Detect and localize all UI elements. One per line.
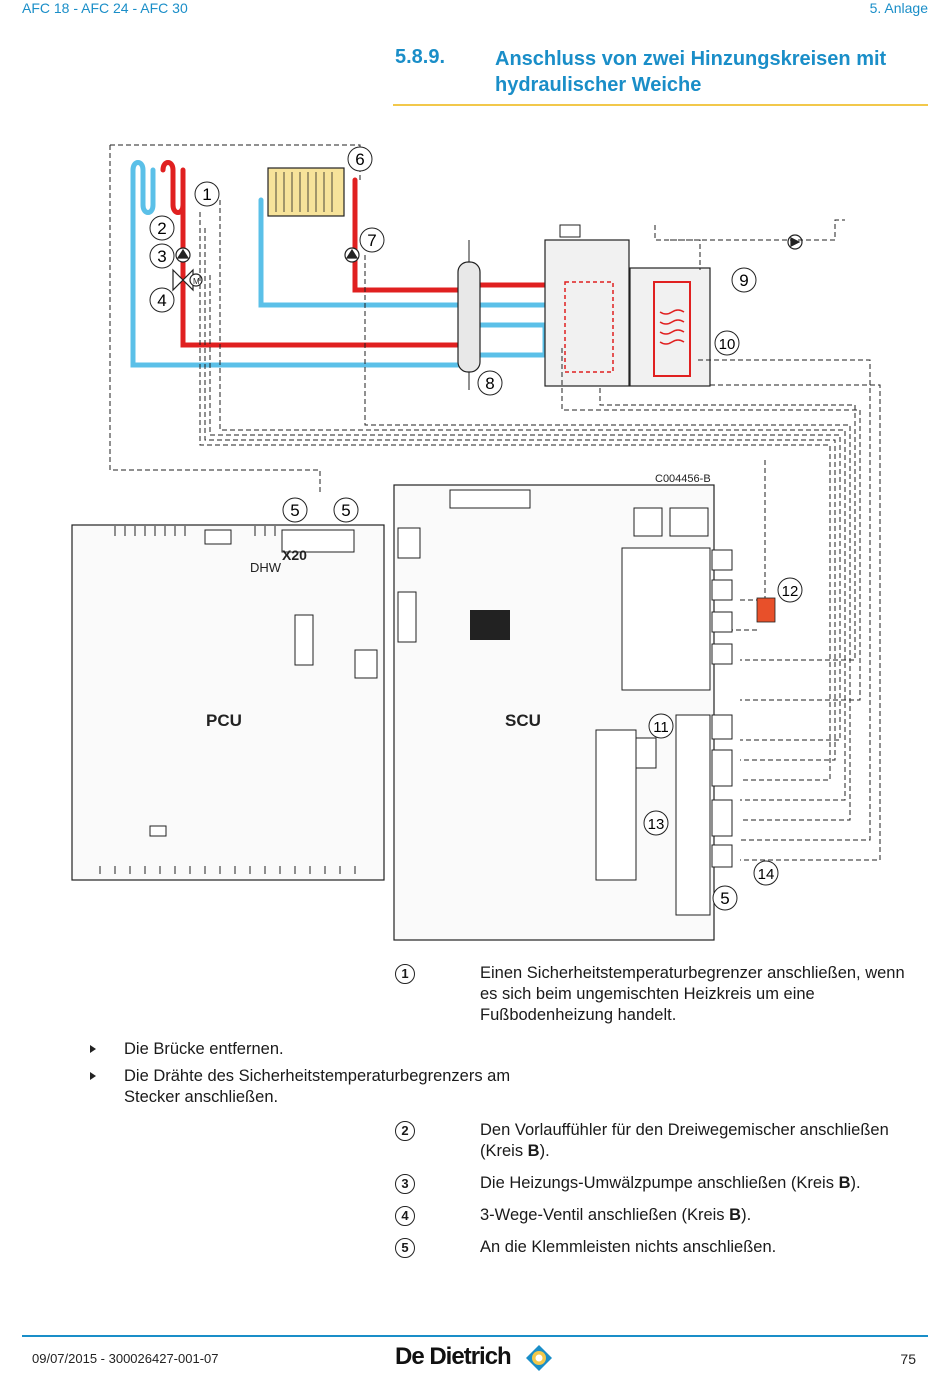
header-chapter: 5. Anlage xyxy=(869,0,928,16)
callout-8: 8 xyxy=(477,370,503,396)
legend-number: 4 xyxy=(395,1206,415,1226)
legend-number: 1 xyxy=(395,964,415,984)
header-document-title: AFC 18 - AFC 24 - AFC 30 xyxy=(22,0,188,16)
scu-label: SCU xyxy=(505,711,541,730)
callout-10: 10 xyxy=(714,330,740,356)
svg-text:2: 2 xyxy=(157,219,166,238)
pcu-board: X20 DHW PCU xyxy=(71,524,385,881)
callout-5: 5 xyxy=(333,497,359,523)
svg-text:10: 10 xyxy=(719,336,736,353)
callout-11: 11 xyxy=(648,713,674,739)
legend-number: 5 xyxy=(395,1238,415,1258)
legend-subitem: Die Drähte des Sicherheitstemperaturbegr… xyxy=(90,1066,530,1110)
callout-9: 9 xyxy=(731,267,757,293)
svg-text:14: 14 xyxy=(758,866,775,883)
scu-board: SCU C004456-B xyxy=(393,473,733,941)
control-wiring xyxy=(109,144,881,881)
svg-text:13: 13 xyxy=(648,816,665,833)
svg-text:5: 5 xyxy=(290,501,299,520)
callout-5: 5 xyxy=(712,885,738,911)
legend-subitem: Die Brücke entfernen. xyxy=(90,1039,530,1061)
radiator-icon xyxy=(267,167,345,217)
section-number: 5.8.9. xyxy=(395,46,446,68)
page-number: 75 xyxy=(900,1351,916,1367)
svg-text:9: 9 xyxy=(739,271,748,290)
hydraulic-separator-icon xyxy=(457,240,481,390)
hydraulic-pipes xyxy=(130,160,563,368)
svg-text:7: 7 xyxy=(367,231,376,250)
bullet-arrow-icon xyxy=(90,1045,96,1053)
legend-item-5: 5 An die Klemmleisten nichts anschließen… xyxy=(395,1237,925,1259)
footer-date-doc: 09/07/2015 - 300026427-001-07 xyxy=(32,1351,219,1366)
legend-number: 3 xyxy=(395,1174,415,1194)
callout-13: 13 xyxy=(643,810,669,836)
bullet-arrow-icon xyxy=(90,1072,96,1080)
svg-text:6: 6 xyxy=(355,150,364,169)
callout-2: 2 xyxy=(149,215,175,241)
svg-text:5: 5 xyxy=(720,889,729,908)
legend-text: Einen Sicherheitstemperaturbegrenzer ans… xyxy=(480,964,905,1024)
svg-text:4: 4 xyxy=(157,291,166,310)
callout-5: 5 xyxy=(282,497,308,523)
legend-text: 3-Wege-Ventil anschließen (Kreis B). xyxy=(480,1206,752,1224)
svg-text:8: 8 xyxy=(485,374,494,393)
svg-text:3: 3 xyxy=(157,247,166,266)
pcu-label: PCU xyxy=(206,711,242,730)
legend-item-4: 4 3-Wege-Ventil anschließen (Kreis B). xyxy=(395,1205,925,1227)
legend-text: Die Heizungs-Umwälzpumpe anschließen (Kr… xyxy=(480,1174,861,1192)
legend-number: 2 xyxy=(395,1121,415,1141)
legend-text: Den Vorlauffühler für den Dreiwegemische… xyxy=(480,1121,889,1160)
callout-markers: 1 2 3 4 5 5 5 6 7 8 9 10 11 12 13 14 xyxy=(149,146,803,911)
footer-rule xyxy=(22,1335,928,1337)
x20-label: X20 xyxy=(282,547,307,563)
callout-12: 12 xyxy=(777,577,803,603)
mixing-valve-icon: M xyxy=(172,268,203,292)
brand-name: De Dietrich xyxy=(395,1343,512,1370)
boiler-icon xyxy=(544,224,711,387)
diagram-reference: C004456-B xyxy=(655,473,711,485)
legend-item-3: 3 Die Heizungs-Umwälzpumpe anschließen (… xyxy=(395,1173,925,1195)
brick-sensor-icon xyxy=(756,597,776,623)
dhw-label: DHW xyxy=(250,560,282,575)
callout-3: 3 xyxy=(149,243,175,269)
callout-6: 6 xyxy=(347,146,373,172)
de-dietrich-logo-icon xyxy=(526,1345,552,1371)
svg-text:M: M xyxy=(193,277,200,286)
wiring-diagram: M xyxy=(71,144,881,941)
section-rule xyxy=(393,104,928,106)
svg-text:1: 1 xyxy=(202,185,211,204)
legend-item-1: 1 Einen Sicherheitstemperaturbegrenzer a… xyxy=(395,963,925,1033)
svg-text:11: 11 xyxy=(653,719,669,736)
svg-text:5: 5 xyxy=(341,501,350,520)
callout-4: 4 xyxy=(149,287,175,313)
callout-7: 7 xyxy=(359,227,385,253)
svg-text:12: 12 xyxy=(782,583,799,600)
legend-text: An die Klemmleisten nichts anschließen. xyxy=(480,1238,777,1256)
callout-1: 1 xyxy=(194,181,220,207)
legend-item-2: 2 Den Vorlauffühler für den Dreiwegemisc… xyxy=(395,1120,925,1164)
callout-14: 14 xyxy=(753,860,779,886)
section-title: Anschluss von zwei Hinzungskreisen mit h… xyxy=(495,48,887,96)
